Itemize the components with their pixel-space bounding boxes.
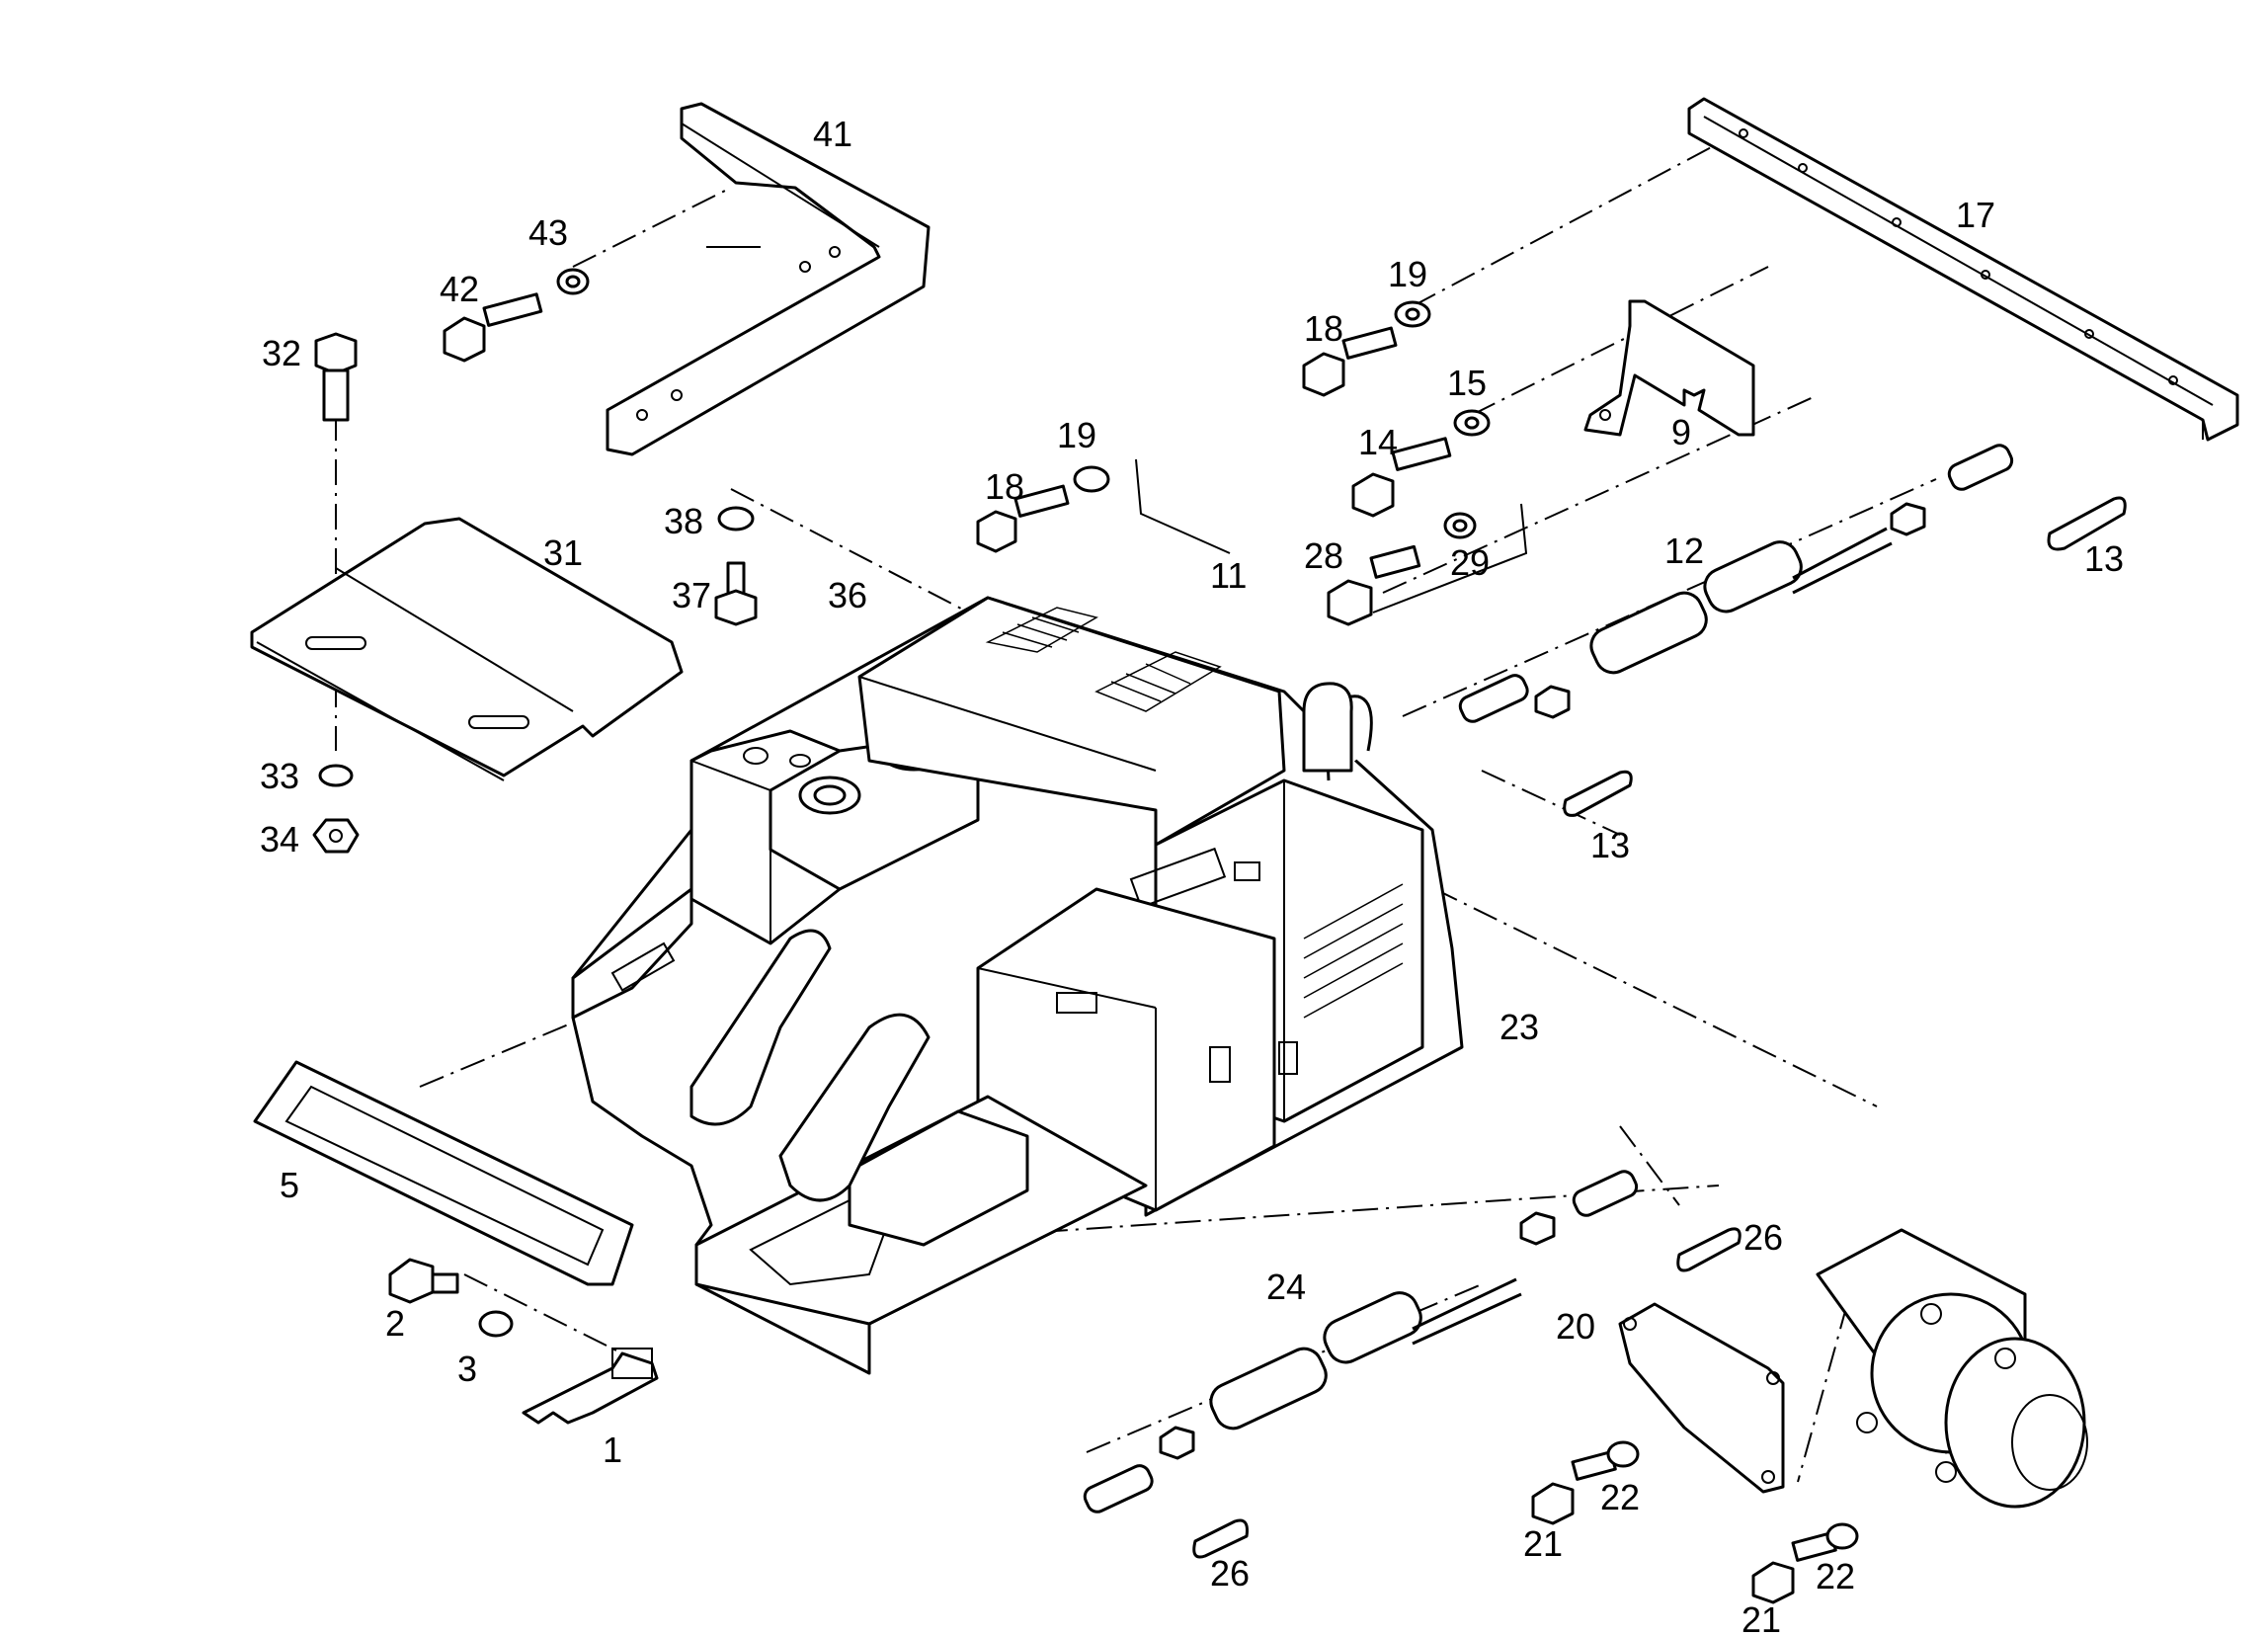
clip-26-left	[1192, 1518, 1249, 1559]
label-37: 37	[672, 575, 711, 615]
label-3: 3	[457, 1349, 477, 1389]
washer-3	[478, 1310, 514, 1338]
label-26-left: 26	[1210, 1553, 1250, 1594]
bolt-42	[443, 292, 543, 363]
label-17: 17	[1956, 195, 1995, 235]
washer-22-left	[1606, 1440, 1640, 1468]
bolt-2	[388, 1258, 459, 1304]
bolt-32	[314, 332, 358, 422]
rod-12	[1458, 444, 2014, 723]
label-28: 28	[1304, 535, 1343, 576]
label-42: 42	[440, 269, 479, 309]
label-31: 31	[543, 532, 583, 573]
label-22-left: 22	[1600, 1477, 1640, 1517]
label-21-left: 21	[1523, 1523, 1563, 1564]
motor-unit	[1816, 1228, 2088, 1509]
label-2: 2	[385, 1303, 405, 1344]
label-26-right: 26	[1743, 1217, 1783, 1258]
label-43: 43	[528, 212, 568, 253]
machine-frame	[571, 596, 1464, 1375]
label-32: 32	[262, 333, 301, 373]
label-5: 5	[280, 1165, 299, 1205]
washer-33	[318, 764, 354, 787]
clip-13-left	[1563, 770, 1633, 817]
label-20: 20	[1556, 1306, 1595, 1347]
clip-26-right	[1676, 1227, 1742, 1272]
label-13-right: 13	[2084, 538, 2124, 579]
label-18-center: 18	[985, 466, 1024, 507]
label-13-left: 13	[1590, 825, 1630, 865]
plate-5	[253, 1060, 634, 1286]
label-33: 33	[260, 756, 299, 796]
label-23: 23	[1499, 1007, 1539, 1047]
bolt-37	[714, 561, 758, 626]
washer-15	[1453, 409, 1491, 437]
washer-19-center	[1073, 465, 1110, 493]
bolt-28	[1327, 544, 1421, 626]
rod-24	[1083, 1170, 1639, 1513]
label-34: 34	[260, 819, 299, 859]
plate-20	[1618, 1302, 1785, 1494]
bolt-18-right	[1302, 326, 1398, 397]
label-12: 12	[1664, 531, 1704, 571]
washer-19-right	[1394, 300, 1431, 328]
label-9: 9	[1671, 412, 1691, 452]
label-22-right: 22	[1816, 1556, 1855, 1596]
label-41: 41	[813, 114, 852, 154]
washer-43	[556, 268, 590, 295]
label-19-center: 19	[1057, 415, 1096, 455]
rail-17	[1687, 97, 2239, 442]
label-19-right: 19	[1388, 254, 1427, 294]
washer-22-right	[1825, 1522, 1859, 1550]
bolt-21-left	[1531, 1450, 1617, 1525]
label-21-right: 21	[1742, 1599, 1781, 1636]
label-29: 29	[1450, 542, 1490, 583]
label-14: 14	[1358, 422, 1398, 462]
clip-13-right	[2047, 496, 2127, 551]
bolt-14	[1351, 437, 1452, 518]
bracket-41	[606, 102, 931, 456]
label-38: 38	[664, 501, 703, 541]
label-36: 36	[828, 575, 867, 615]
bracket-9	[1583, 299, 1755, 437]
bolt-18-center	[976, 484, 1070, 553]
label-11: 11	[1210, 555, 1247, 596]
bracket-1	[522, 1348, 659, 1425]
label-18-right: 18	[1304, 308, 1343, 349]
label-1: 1	[603, 1430, 622, 1470]
plate-31	[250, 517, 684, 781]
label-24: 24	[1266, 1267, 1306, 1307]
part-labels: 41 43 42 32 31 38 37 36 33 34 19 18 11 1…	[260, 114, 2124, 1636]
nut-34	[312, 818, 360, 854]
washer-38	[717, 506, 755, 532]
label-15: 15	[1447, 363, 1487, 403]
washer-29	[1443, 512, 1477, 539]
